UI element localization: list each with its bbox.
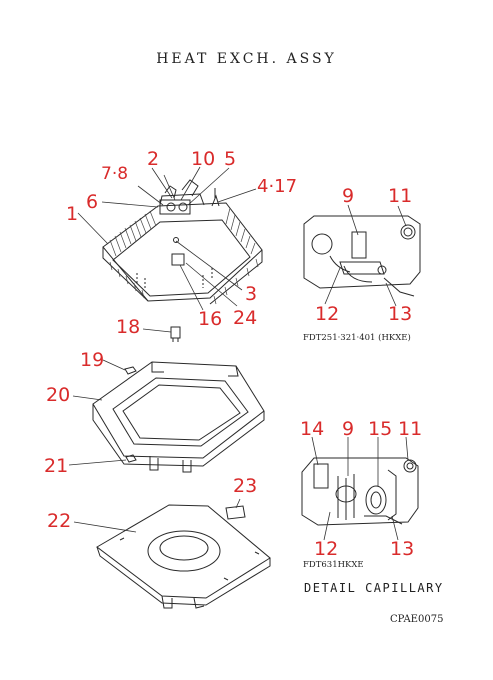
- callout-22: 22: [47, 510, 72, 532]
- callout-15-detail-b: 15: [368, 418, 393, 440]
- callout-20: 20: [46, 384, 71, 406]
- part-19-shape: [124, 366, 137, 375]
- callout-9-detail-b: 9: [342, 418, 355, 440]
- callout-19: 19: [80, 349, 105, 371]
- frame-drawing: [92, 361, 265, 473]
- callout-13-detail-a: 13: [388, 303, 413, 325]
- callout-21: 21: [44, 455, 69, 477]
- part-21-shape: [125, 454, 137, 463]
- callout-7-8: 7·8: [101, 164, 129, 184]
- drain-pan-drawing: [96, 504, 271, 609]
- callout-16: 16: [198, 308, 223, 330]
- callout-1: 1: [66, 203, 79, 225]
- callout-6: 6: [86, 191, 99, 213]
- callout-23: 23: [233, 475, 258, 497]
- heat-exchanger-drawing: [102, 179, 263, 305]
- callout-11-detail-a: 11: [388, 185, 413, 207]
- callout-2: 2: [147, 148, 160, 170]
- callout-4-17: 4·17: [257, 176, 298, 197]
- drawing-code: CPAE0075: [390, 614, 444, 625]
- callout-14-detail-b: 14: [300, 418, 325, 440]
- detail-b-caption: FDT631HKXE: [303, 560, 364, 570]
- callout-5: 5: [224, 148, 237, 170]
- detail-a-caption: FDT251·321·401 (HKXE): [303, 333, 411, 343]
- part-18-shape: [170, 326, 181, 342]
- detail-capillary-label: DETAIL CAPILLARY: [304, 581, 444, 595]
- callout-11-detail-b: 11: [398, 418, 423, 440]
- callout-12-detail-b: 12: [314, 538, 339, 560]
- part-23-shape: [225, 505, 246, 520]
- capillary-detail-b-drawing: [301, 457, 419, 526]
- callout-12-detail-a: 12: [315, 303, 340, 325]
- leader-lines: [68, 166, 409, 541]
- callout-13-detail-b: 13: [390, 538, 415, 560]
- callout-9-detail-a: 9: [342, 185, 355, 207]
- capillary-detail-a-drawing: [303, 215, 421, 297]
- diagram-title: HEAT EXCH. ASSY: [156, 51, 337, 67]
- callout-24: 24: [233, 307, 258, 329]
- callout-18: 18: [116, 316, 141, 338]
- callout-10: 10: [191, 148, 216, 170]
- callout-3: 3: [245, 283, 258, 305]
